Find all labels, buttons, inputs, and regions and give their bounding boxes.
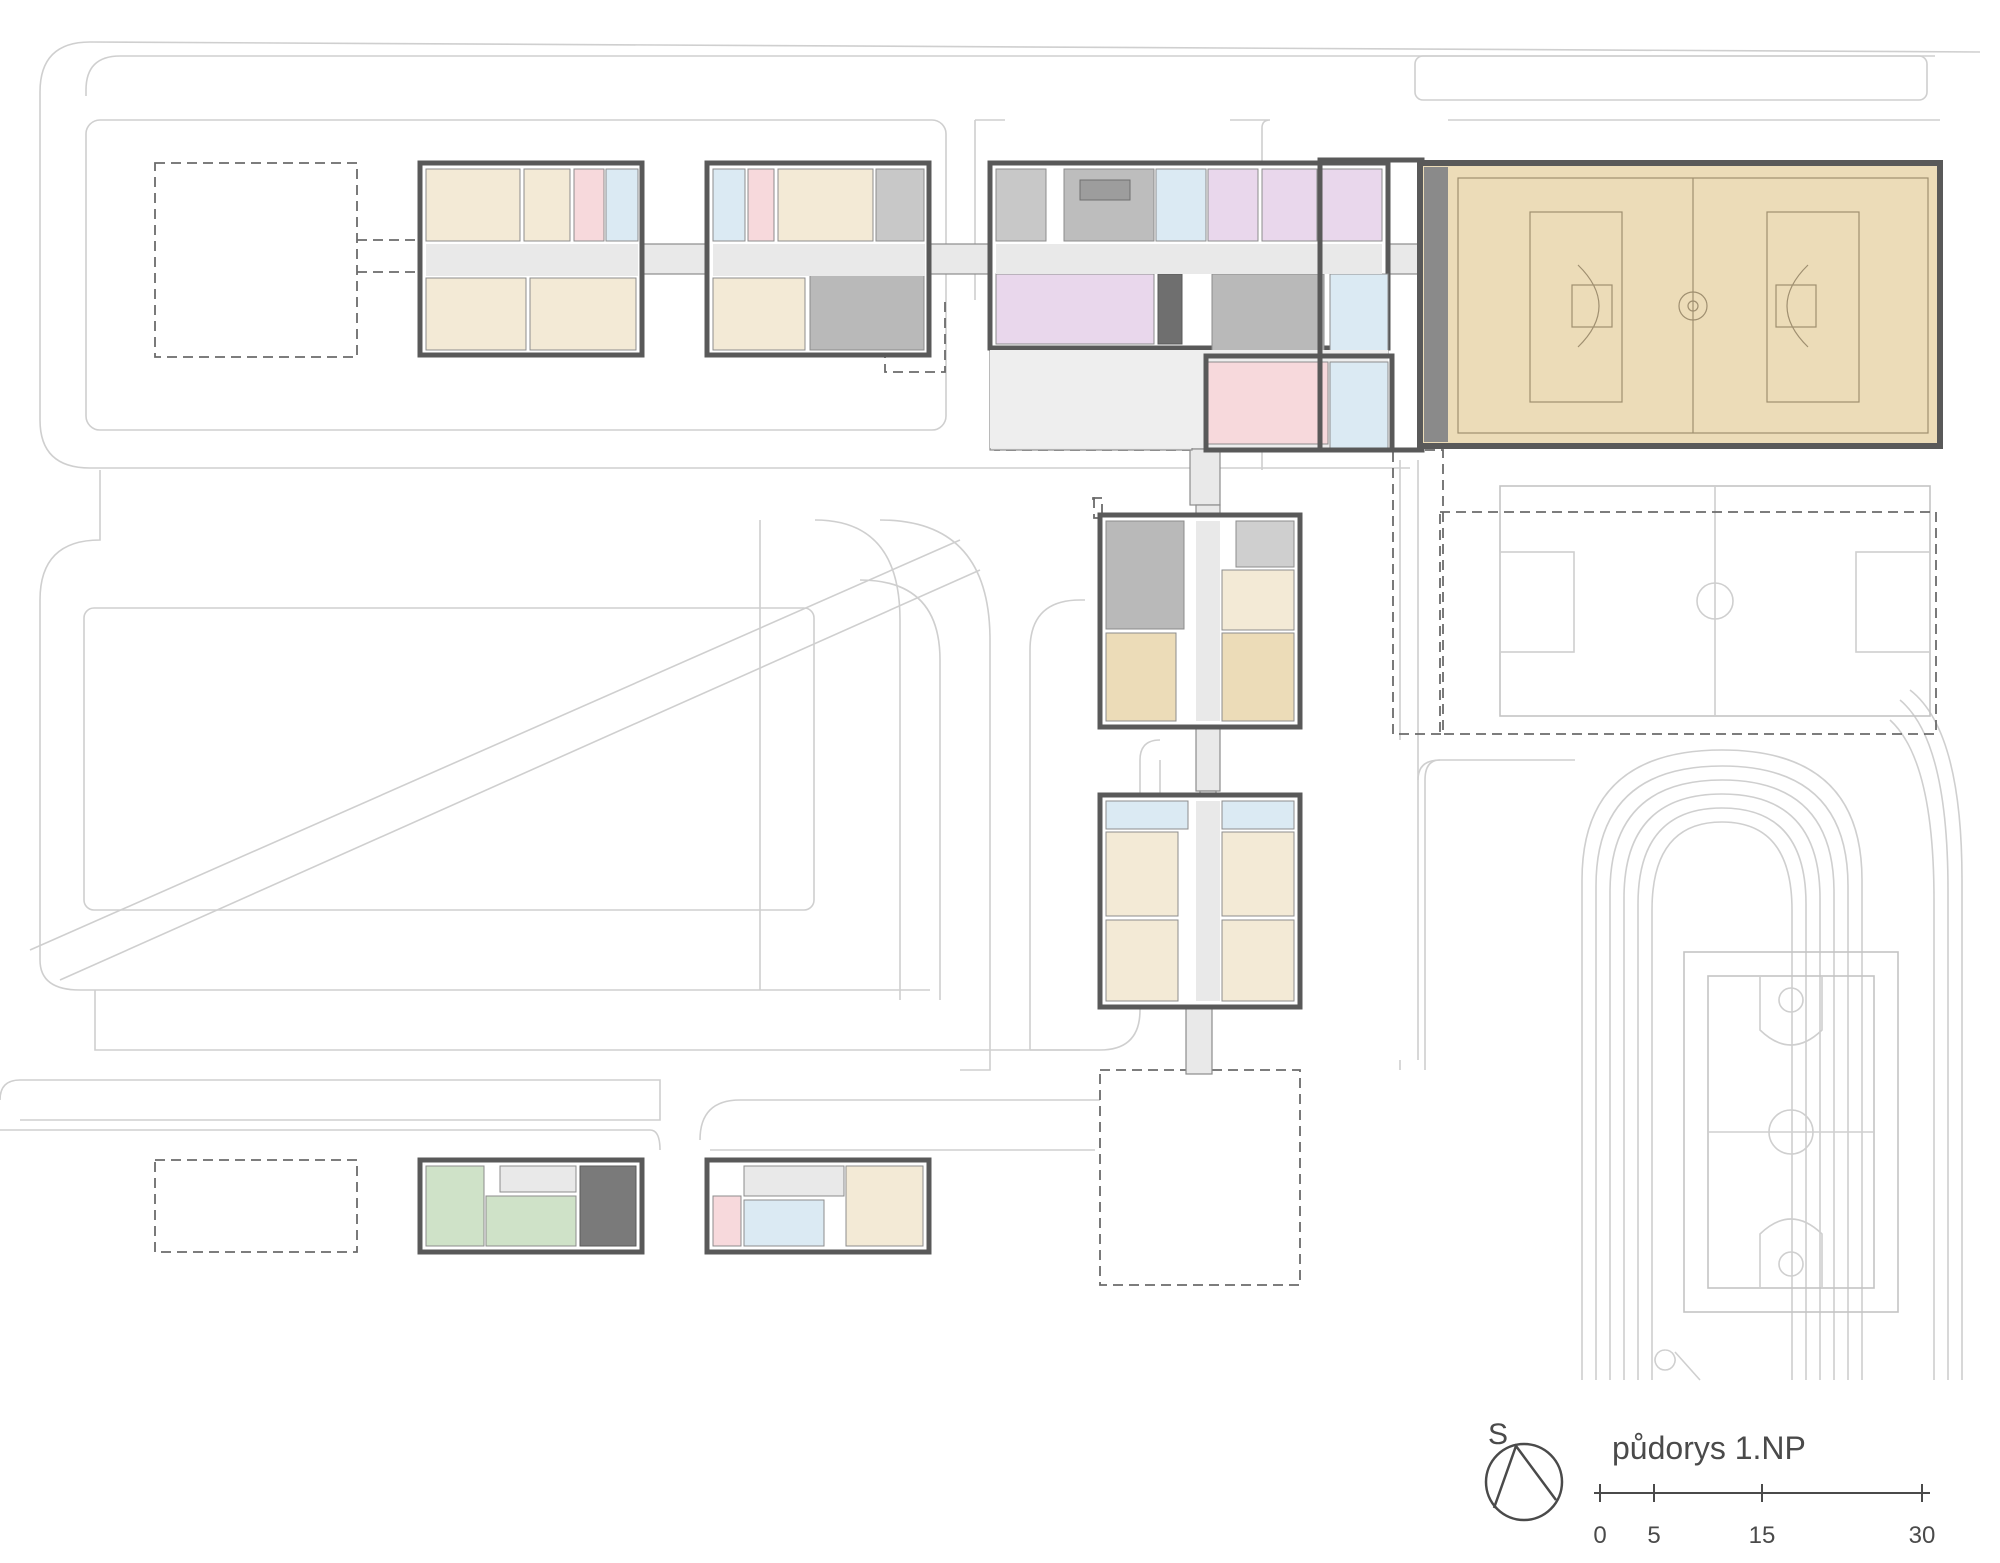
scale-tick-30: 30 [1908, 1522, 1936, 1549]
scale-tick-0: 0 [1593, 1522, 1607, 1549]
scale-bar [1594, 1484, 1930, 1502]
site-context [0, 41, 1981, 1381]
building-a [417, 160, 645, 358]
central-south-wing [990, 157, 1425, 453]
sports-hall [1417, 160, 1943, 449]
building-d [1097, 792, 1303, 1010]
drawing-title: půdorys 1.NP [1612, 1430, 1806, 1466]
north-arrow [1484, 1442, 1564, 1522]
building-e [417, 1157, 645, 1255]
scale-tick-5: 5 [1647, 1522, 1661, 1549]
scale-tick-15: 15 [1748, 1522, 1776, 1549]
north-label: S [1488, 1418, 1509, 1451]
building-f [704, 1157, 932, 1255]
building-b [704, 160, 932, 358]
central-building [987, 160, 1391, 357]
building-c [1097, 512, 1303, 730]
